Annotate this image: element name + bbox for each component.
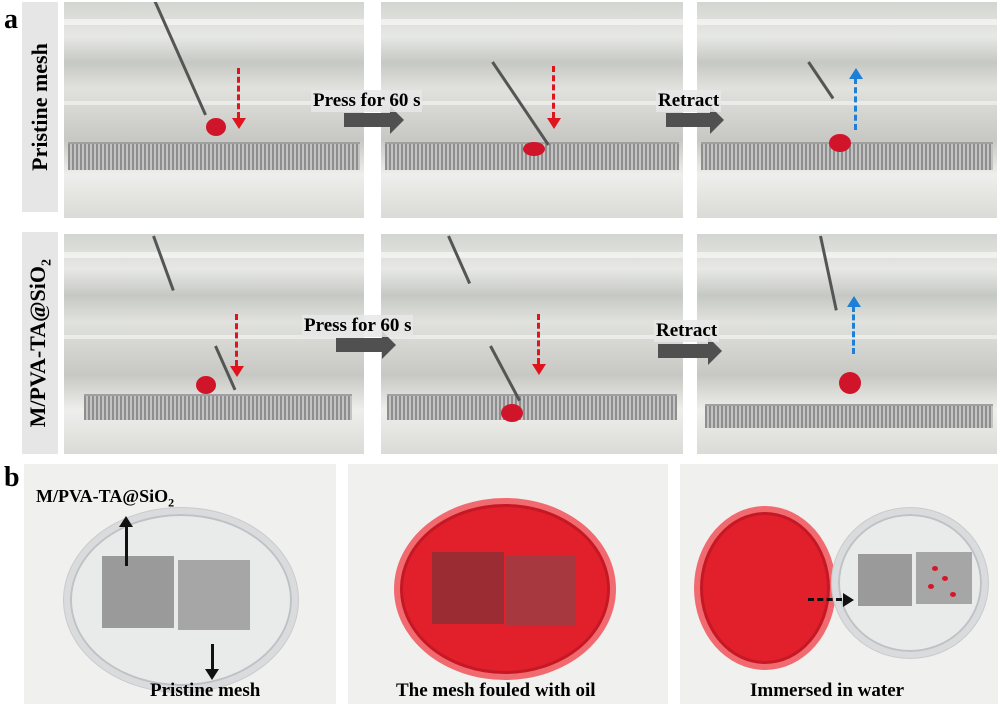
dashed-right-arrow (808, 593, 854, 607)
photo-coated-pressed (381, 234, 683, 454)
red-down-arrow (552, 66, 555, 118)
row-label-pristine-text: Pristine mesh (27, 43, 53, 171)
step-arrow-retract (666, 106, 724, 134)
oil-droplet-released (839, 372, 861, 394)
annotation-coated-mesh: M/PVA-TA@SiO2 (36, 486, 175, 510)
step-arrow-press (336, 331, 396, 359)
red-down-arrow (237, 68, 240, 118)
mesh-square-clean (858, 554, 912, 606)
oil-droplet-stuck (829, 134, 851, 152)
photo-b-fouled: The mesh fouled with oil (348, 464, 668, 704)
caption-mesh-fouled: The mesh fouled with oil (396, 680, 596, 701)
oil-droplet (206, 118, 226, 136)
oil-droplet (501, 404, 523, 422)
caption-immersed: Immersed in water (750, 680, 905, 701)
red-down-arrow (235, 314, 238, 366)
panel-letter-a: a (4, 4, 18, 35)
oil-droplet (196, 376, 216, 394)
photo-b-immersed: Immersed in water (680, 464, 998, 704)
petri-dish-oil (394, 498, 616, 680)
row-label-coated-mesh: M/PVA-TA@SiO2 (22, 232, 58, 454)
petri-dish-oil (694, 506, 836, 670)
photo-coated-retracted (697, 234, 997, 454)
blue-up-arrow (849, 68, 863, 79)
down-arrow (205, 644, 219, 680)
caption-pristine-mesh: Pristine mesh (150, 680, 261, 701)
step-label-retract-2: Retract (654, 320, 720, 342)
oil-droplet (523, 142, 545, 156)
mesh-square-fouled (506, 556, 576, 626)
step-label-press: Press for 60 s (311, 90, 423, 112)
pristine-mesh-square (178, 560, 250, 630)
red-down-arrow (537, 314, 540, 364)
step-label-press-2: Press for 60 s (302, 315, 414, 337)
panel-letter-b: b (4, 462, 20, 493)
step-arrow-retract (658, 337, 722, 365)
step-arrow-press (344, 106, 404, 134)
up-arrow (119, 516, 133, 566)
coated-mesh-square (102, 556, 174, 628)
photo-pristine-pressed (381, 2, 683, 218)
row-label-pristine-mesh: Pristine mesh (22, 2, 58, 212)
blue-up-arrow (847, 296, 861, 307)
step-label-retract: Retract (656, 90, 722, 112)
photo-b-pristine: M/PVA-TA@SiO2 Pristine mesh (24, 464, 336, 704)
photo-pristine-retracted (697, 2, 997, 218)
mesh-square-fouled (432, 552, 504, 624)
photo-coated-initial (64, 234, 364, 454)
row-label-coated-text: M/PVA-TA@SiO2 (24, 258, 55, 428)
